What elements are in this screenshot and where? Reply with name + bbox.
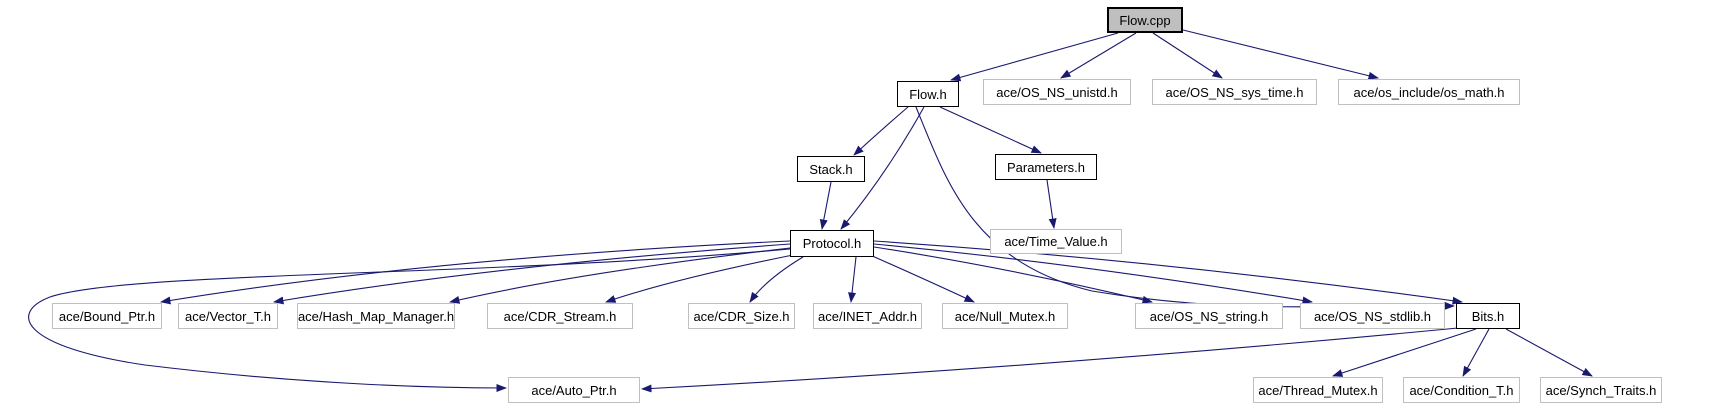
edge-protocol_h-cdr_stream: [605, 254, 794, 303]
edge-protocol_h-hash_map_manager: [449, 247, 791, 304]
node-condition_t[interactable]: ace/Condition_T.h: [1403, 377, 1520, 403]
node-bound_ptr[interactable]: ace/Bound_Ptr.h: [52, 303, 162, 329]
edge-bits_h-thread_mutex: [1332, 328, 1477, 377]
edge-flow_h-stack_h: [853, 106, 909, 156]
node-os_ns_string[interactable]: ace/OS_NS_string.h: [1135, 303, 1283, 329]
node-flow_h[interactable]: Flow.h: [897, 81, 959, 107]
edge-bits_h-condition_t: [1462, 328, 1490, 377]
edge-flow_cpp-os_include_os_math: [1182, 29, 1379, 80]
node-parameters_h[interactable]: Parameters.h: [995, 154, 1097, 180]
edge-bits_h-auto_ptr: [641, 327, 1459, 393]
node-auto_ptr[interactable]: ace/Auto_Ptr.h: [508, 377, 640, 403]
edge-protocol_h-bits_h: [873, 240, 1463, 305]
node-bits_h[interactable]: Bits.h: [1456, 303, 1520, 329]
edge-flow_cpp-os_ns_unistd: [1060, 32, 1137, 79]
edge-protocol_h-os_ns_stdlib: [873, 243, 1313, 305]
node-thread_mutex[interactable]: ace/Thread_Mutex.h: [1253, 377, 1383, 403]
edge-protocol_h-cdr_size: [749, 256, 804, 303]
edge-protocol_h-bound_ptr: [160, 240, 791, 305]
edge-protocol_h-os_ns_string: [873, 246, 1153, 304]
node-os_ns_unistd[interactable]: ace/OS_NS_unistd.h: [983, 79, 1131, 105]
edge-flow_cpp-flow_h: [950, 32, 1119, 82]
edge-protocol_h-auto_ptr: [28, 248, 791, 392]
node-null_mutex[interactable]: ace/Null_Mutex.h: [942, 303, 1068, 329]
edge-flow_cpp-os_ns_sys_time: [1152, 32, 1223, 79]
node-cdr_size[interactable]: ace/CDR_Size.h: [688, 303, 795, 329]
edge-flow_h-parameters_h: [939, 106, 1042, 154]
node-hash_map_manager[interactable]: ace/Hash_Map_Manager.h: [297, 303, 455, 329]
edge-flow_h-bits_h: [915, 106, 1455, 310]
node-os_ns_stdlib[interactable]: ace/OS_NS_stdlib.h: [1300, 303, 1445, 329]
node-stack_h[interactable]: Stack.h: [797, 156, 865, 182]
node-protocol_h[interactable]: Protocol.h: [790, 230, 874, 257]
edge-bits_h-synch_traits: [1505, 328, 1593, 377]
node-synch_traits[interactable]: ace/Synch_Traits.h: [1540, 377, 1662, 403]
node-os_include_os_math[interactable]: ace/os_include/os_math.h: [1338, 79, 1520, 105]
node-os_ns_sys_time[interactable]: ace/OS_NS_sys_time.h: [1152, 79, 1317, 105]
edge-protocol_h-inet_addr: [848, 256, 857, 303]
node-inet_addr[interactable]: ace/INET_Addr.h: [813, 303, 922, 329]
node-time_value[interactable]: ace/Time_Value.h: [990, 229, 1122, 254]
edge-protocol_h-vector_t: [273, 243, 791, 305]
node-flow_cpp: Flow.cpp: [1107, 7, 1183, 33]
node-cdr_stream[interactable]: ace/CDR_Stream.h: [487, 303, 633, 329]
edge-flow_h-protocol_h: [840, 106, 925, 230]
node-vector_t[interactable]: ace/Vector_T.h: [178, 303, 278, 329]
edge-protocol_h-null_mutex: [869, 254, 975, 303]
edge-parameters_h-time_value: [1046, 179, 1057, 229]
edge-stack_h-protocol_h: [819, 181, 832, 230]
